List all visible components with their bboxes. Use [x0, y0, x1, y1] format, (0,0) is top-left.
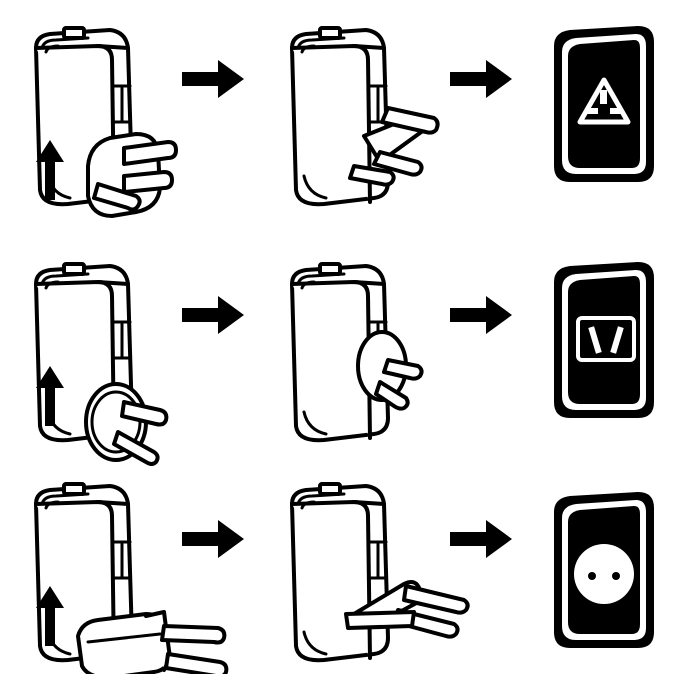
step1-charger-eu — [34, 482, 229, 674]
right-arrow-icon — [450, 520, 512, 558]
row-eu — [34, 482, 654, 674]
step2-assembled-uk — [290, 26, 440, 207]
right-arrow-icon — [182, 60, 244, 98]
row-uk — [34, 26, 654, 218]
right-arrow-icon — [450, 296, 512, 334]
eu-plug-icon — [76, 610, 229, 674]
step1-charger-uk — [34, 26, 178, 218]
uk-plug-icon — [86, 132, 178, 218]
charger-body-icon — [290, 482, 390, 663]
row-au — [34, 262, 654, 466]
step2-assembled-eu — [290, 482, 470, 663]
au-plug-icon — [84, 382, 169, 466]
au-socket-icon — [554, 262, 654, 418]
eu-socket-icon — [554, 492, 654, 648]
step2-assembled-au — [290, 262, 424, 443]
right-arrow-icon — [182, 520, 244, 558]
right-arrow-icon — [450, 60, 512, 98]
step1-charger-au — [34, 262, 169, 466]
right-arrow-icon — [182, 296, 244, 334]
uk-socket-icon — [554, 26, 654, 182]
